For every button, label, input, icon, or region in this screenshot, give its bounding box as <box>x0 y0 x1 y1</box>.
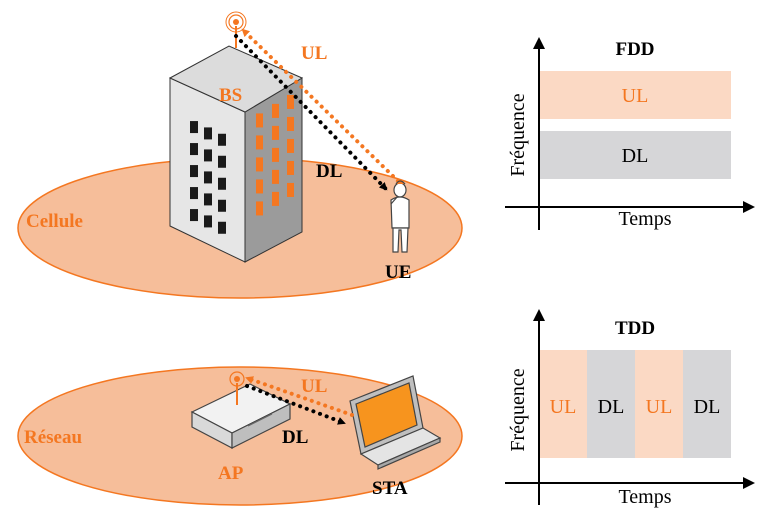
side-windows <box>256 94 294 216</box>
building-window <box>218 133 226 146</box>
building-window <box>218 155 226 168</box>
building-window <box>287 160 294 175</box>
uplink-label: UL <box>301 376 327 397</box>
building-window <box>272 103 279 118</box>
uplink-arrow <box>245 376 354 417</box>
access-point-antenna-icon <box>229 371 245 405</box>
building-window <box>272 169 279 184</box>
tdd-slot-label: UL <box>646 396 673 418</box>
tdd-y-axis-label: Fréquence <box>507 368 529 451</box>
tdd-slot <box>635 350 683 458</box>
building-window <box>256 157 263 172</box>
tdd-slot <box>539 350 587 458</box>
building-window <box>204 127 212 140</box>
tdd-title: TDD <box>615 318 655 339</box>
building-window <box>256 201 263 216</box>
building-window <box>272 191 279 206</box>
fdd-dl-band <box>539 131 731 179</box>
cell-scene: Cellule BS UL DL UE <box>17 11 463 299</box>
building-window <box>287 116 294 131</box>
building-window <box>256 113 263 128</box>
downlink-label: DL <box>316 161 342 182</box>
building-window <box>256 179 263 194</box>
building-roof <box>168 45 304 113</box>
building-window <box>190 209 198 222</box>
building-window <box>256 135 263 150</box>
base-station-antenna-icon <box>225 11 247 48</box>
building-window <box>287 182 294 197</box>
cell-area-label: Cellule <box>26 211 83 232</box>
tdd-chart: UL DL UL DL TDD Fréquence Temps <box>505 309 755 508</box>
fdd-dl-band-label: DL <box>622 145 649 167</box>
tdd-slot-label: UL <box>550 396 577 418</box>
building-window <box>218 199 226 212</box>
building-window <box>204 149 212 162</box>
fdd-y-axis-label: Fréquence <box>507 93 529 176</box>
station-label: STA <box>372 478 408 499</box>
fdd-ul-band-label: UL <box>622 85 649 107</box>
network-area-label: Réseau <box>24 427 82 448</box>
building-window <box>272 125 279 140</box>
building-window <box>218 177 226 190</box>
building-window <box>190 187 198 200</box>
user-equipment-label: UE <box>385 262 411 283</box>
fdd-title: FDD <box>615 39 654 60</box>
user-person-icon <box>390 180 410 253</box>
building-window <box>287 94 294 109</box>
base-station-building <box>168 45 304 263</box>
building-window <box>190 165 198 178</box>
building-window <box>190 121 198 134</box>
tdd-slot-label: DL <box>694 396 721 418</box>
front-windows <box>190 121 226 234</box>
tdd-x-axis-label: Temps <box>618 486 671 508</box>
fdd-chart: FDD UL DL Fréquence Temps <box>505 37 755 230</box>
uplink-label: UL <box>301 43 327 64</box>
building-window <box>190 143 198 156</box>
downlink-arrow <box>245 384 346 425</box>
building-window <box>204 193 212 206</box>
laptop-station-icon <box>349 375 442 470</box>
building-window <box>272 147 279 162</box>
building-window <box>218 221 226 234</box>
access-point-label: AP <box>218 463 244 484</box>
uplink-arrow <box>241 28 400 183</box>
tdd-slot <box>587 350 635 458</box>
building-window <box>204 171 212 184</box>
building-window <box>287 138 294 153</box>
fdd-x-axis-label: Temps <box>618 208 671 230</box>
network-scene: Réseau AP STA UL DL <box>17 366 463 506</box>
fdd-ul-band <box>539 71 731 119</box>
tdd-slot <box>683 350 731 458</box>
downlink-label: DL <box>282 427 308 448</box>
base-station-label: BS <box>219 85 242 106</box>
tdd-slot-label: DL <box>598 396 625 418</box>
access-point-icon <box>190 383 292 449</box>
tdd-slots: UL DL UL DL <box>539 350 731 458</box>
downlink-arrow <box>234 34 388 191</box>
building-window <box>204 215 212 228</box>
